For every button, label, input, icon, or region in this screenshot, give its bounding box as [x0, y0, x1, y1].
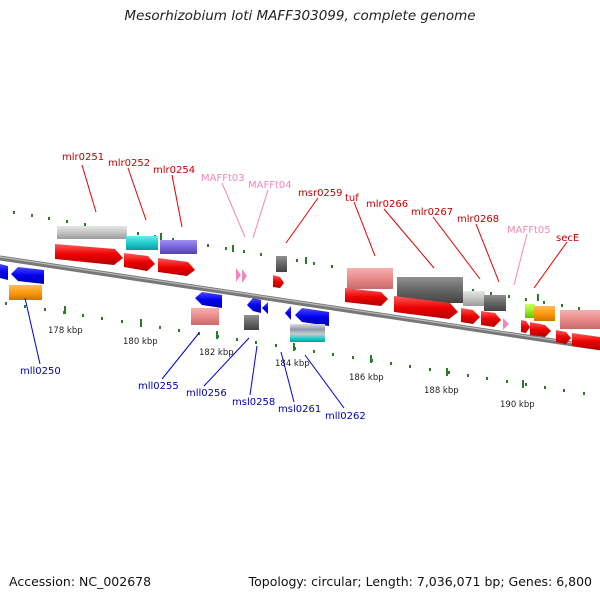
feature-mll0256 — [247, 298, 261, 313]
feature-mll0255-domain — [191, 308, 219, 325]
kbp-tick-label: 180 kbp — [123, 337, 158, 347]
feature-after-secE — [530, 322, 551, 337]
gene-label-reverse: msl0261 — [278, 404, 321, 415]
gene-label-forward: mlr0268 — [457, 214, 499, 225]
reverse-leader-lines — [24, 297, 345, 409]
gene-label-reverse: msl0258 — [232, 397, 275, 408]
reverse-features — [0, 264, 329, 342]
map-title: Mesorhizobium loti MAFF303099, complete … — [124, 8, 476, 24]
feature-MAFFt03 — [236, 268, 241, 282]
kbp-tick-label: 184 kbp — [275, 359, 310, 369]
gene-label-forward: mlr0252 — [108, 158, 150, 169]
feature-mlr0251-domain — [57, 226, 127, 239]
accession-text: Accession: NC_002678 — [9, 574, 152, 589]
feature-mll0255 — [195, 292, 222, 308]
gene-label-forward: MAFFt04 — [248, 180, 292, 191]
feature-mlr0266 — [394, 296, 458, 319]
forward-gene-labels: mlr0251 mlr0252 mlr0254 MAFFt03 MAFFt04 … — [62, 152, 579, 244]
feature-mll0262-domain — [290, 324, 325, 342]
gene-label-forward: msr0259 — [298, 188, 343, 199]
gene-label-forward: MAFFt05 — [507, 225, 551, 236]
feature-msr0259 — [273, 275, 284, 288]
feature-tuf — [345, 288, 388, 306]
feature-mlr0267-domain — [463, 291, 485, 306]
feature-secE-domain — [525, 304, 535, 318]
gene-label-forward: mlr0254 — [153, 165, 195, 176]
gene-label-forward: mlr0266 — [366, 199, 408, 210]
feature-msl0258 — [262, 302, 268, 314]
gene-label-forward: mlr0251 — [62, 152, 104, 163]
feature-mlr0268-domain — [484, 295, 506, 311]
feature-mlr0254-domain — [160, 240, 197, 254]
feature-msr0259-domain — [276, 256, 287, 272]
gene-label-reverse: mll0256 — [186, 388, 227, 399]
gene-label-reverse: mll0250 — [20, 366, 61, 377]
gene-label-forward: MAFFt03 — [201, 173, 245, 184]
reverse-gene-labels: mll0250 mll0255 mll0256 msl0258 msl0261 … — [20, 366, 366, 422]
feature-mlr0268 — [481, 311, 501, 327]
gene-label-reverse: mll0262 — [325, 411, 366, 422]
feature-mll0250-domain — [9, 285, 42, 300]
kbp-tick-label: 182 kbp — [199, 348, 234, 358]
gene-label-forward: tuf — [345, 193, 359, 204]
forward-leader-lines — [81, 164, 568, 289]
feature-mlr0252 — [124, 253, 155, 271]
feature-mll0250 — [11, 267, 44, 284]
kbp-axis-labels: 178 kbp 180 kbp 182 kbp 184 kbp 186 kbp … — [48, 326, 535, 410]
feature-edge-1 — [556, 330, 571, 344]
genome-backbone — [0, 255, 600, 351]
feature-mlr0254 — [158, 258, 195, 276]
feature-secE — [521, 320, 530, 333]
feature-edge-domain — [560, 310, 600, 329]
feature-edge-2 — [572, 333, 600, 350]
feature-MAFFt05 — [503, 318, 509, 330]
kbp-tick-label: 190 kbp — [500, 400, 535, 410]
topology-text: Topology: circular; Length: 7,036,071 bp… — [248, 574, 592, 589]
feature-mlr0252-domain — [126, 236, 158, 250]
feature-mll0262 — [295, 308, 329, 326]
kbp-tick-label: 186 kbp — [349, 373, 384, 383]
feature-msl0261 — [285, 306, 291, 320]
gene-label-reverse: mll0255 — [138, 381, 179, 392]
feature-mll0256-domain — [244, 315, 259, 330]
feature-partial-left — [0, 264, 8, 280]
gene-label-forward: secE — [556, 233, 579, 244]
feature-tuf-domain — [347, 268, 393, 289]
kbp-tick-label: 188 kbp — [424, 386, 459, 396]
feature-orange-domain — [534, 306, 555, 321]
feature-MAFFt04 — [242, 269, 247, 283]
reverse-tick-row — [5, 302, 585, 395]
feature-mlr0267 — [461, 308, 480, 324]
forward-features — [55, 226, 600, 350]
feature-mlr0251 — [55, 244, 123, 265]
gene-label-forward: mlr0267 — [411, 207, 453, 218]
kbp-tick-label: 178 kbp — [48, 326, 83, 336]
